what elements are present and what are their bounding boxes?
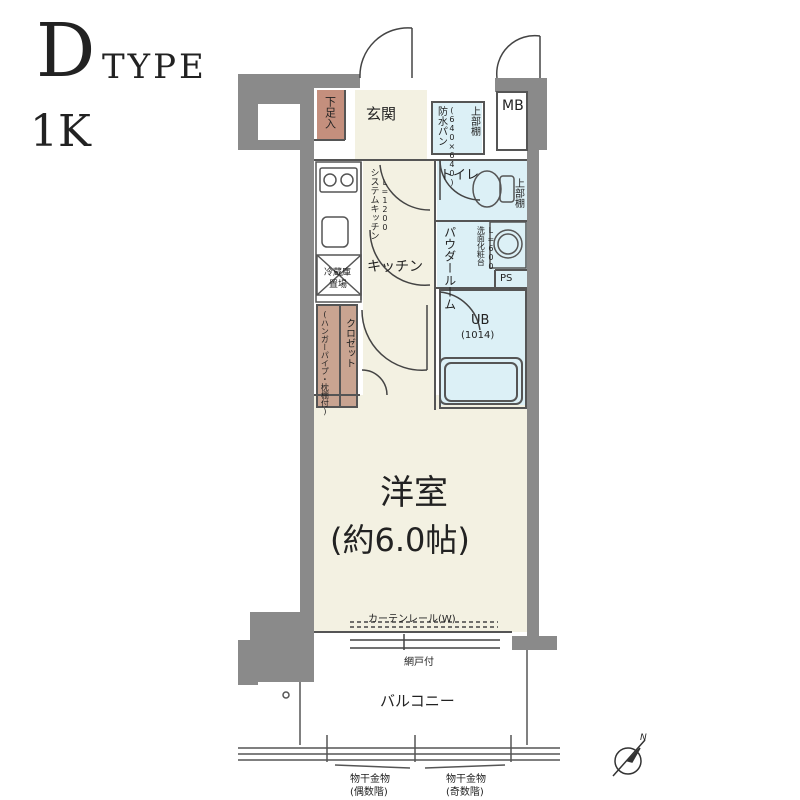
washbasin-label: 洗面化粧台 [476,226,486,266]
waterproof-pan-size: (640×640) [447,106,457,187]
western-room-label: 洋室 [380,473,448,513]
western-room-size-label: (約6.0帖) [330,521,470,559]
waterproof-pan-area [432,103,482,153]
shoe-box [317,90,345,140]
north-mark-label: N [640,733,647,743]
ub-area [440,290,525,405]
kitchen-width-label: L=1200 [380,178,390,232]
curtain-rail-label: カーテンレール(W) [368,614,456,625]
kitchen-label: キッチン [367,259,423,275]
ps-label: PS [500,273,513,284]
laundry-odd-label-1: 物干金物 [446,774,486,785]
balcony-outline [238,650,560,769]
closet-box [317,305,357,407]
balcony-label: バルコニー [380,692,455,710]
toilet-area [437,160,528,220]
walls [238,74,557,685]
ub-label: UB [471,313,490,328]
partitions [314,90,528,633]
fridge-space-label-2: 置場 [329,280,348,290]
powder-room-label: パウダールーム [442,226,457,310]
upper-shelf-toilet-label: 上部棚 [512,178,524,208]
window [350,621,500,650]
waterproof-pan-label: 防水パン [435,106,447,146]
shoe-storage-label: 下足入 [323,96,337,129]
toilet-label: トイレ [440,168,480,183]
laundry-odd-label-2: (奇数階) [446,787,484,798]
upper-shelf-entry-label: 上部棚 [468,106,480,136]
system-kitchen-label: システムキッチン [368,168,379,240]
layout-name: 1K [30,106,91,157]
entrance-area [355,90,427,160]
mb-label: MB [502,98,524,114]
type-letter: D [36,8,96,94]
ub-size-label: (1014) [461,330,495,341]
washbasin-width-label: L=600 [486,226,496,271]
laundry-even-label-1: 物干金物 [350,774,390,785]
kitchen-fixtures [315,161,362,303]
entrance-label: 玄関 [366,105,397,123]
closet-note-label: (ハンガーパイプ・枕棚付) [320,310,330,416]
wet-fixtures [472,170,527,269]
powder-room-area [437,222,528,287]
western-room-area [313,395,527,632]
type-word: TYPE [102,47,207,87]
screen-door-label: 網戸付 [404,657,434,668]
laundry-even-label-2: (偶数階) [350,787,388,798]
compass-icon [612,739,646,777]
closet-label: クロゼット [343,318,355,368]
fridge-space-label-1: 冷蔵庫 [324,268,352,278]
doors [359,27,541,396]
